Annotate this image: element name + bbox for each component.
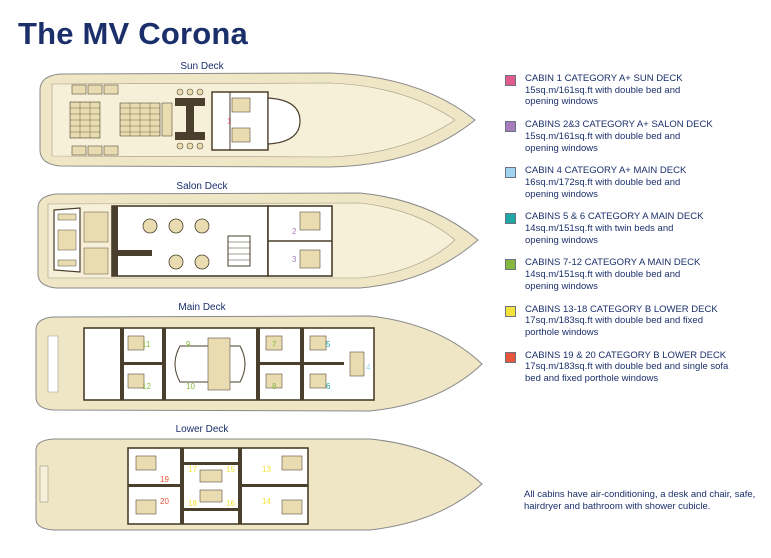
cabin-17-number: 17 [188,465,197,474]
cabin-10-number: 10 [186,382,195,391]
main-deck-label: Main Deck [178,302,226,313]
main-deck-plan: 11 9 12 10 7 8 5 6 4 [35,315,483,412]
legend-title: CABINS 13-18 CATEGORY B LOWER DECK [525,303,718,315]
legend-title: CABINS 19 & 20 CATEGORY B LOWER DECK [525,349,727,361]
cabin-9-number: 9 [186,340,191,349]
cabin-14-number: 14 [262,497,271,506]
legend-swatch [505,75,516,86]
legend-detail: opening windows [525,234,598,246]
legend-item-cabins-7-12: CABINS 7-12 CATEGORY A MAIN DECK 14sq.m/… [505,257,765,292]
sun-deck-plan: 1 [39,72,476,168]
legend-swatch [505,121,516,133]
legend-detail: opening windows [525,142,598,154]
legend-item-cabins-13-18: CABINS 13-18 CATEGORY B LOWER DECK 17sq.… [505,304,765,339]
legend-detail: 15sq.m/161sq.ft with double bed and [525,84,681,96]
legend-item-cabins-5-6: CABINS 5 & 6 CATEGORY A MAIN DECK 14sq.m… [505,211,765,246]
sun-lounger-group [69,84,173,156]
salon-deck-plan: 2 3 [37,192,479,289]
lower-deck-plan: 19 20 17 15 18 16 13 14 [35,438,483,531]
cabin-8-number: 8 [272,382,277,391]
legend-title: CABINS 7-12 CATEGORY A MAIN DECK [525,257,701,269]
legend-detail: opening windows [525,280,598,292]
legend-title: CABIN 4 CATEGORY A+ MAIN DECK [525,165,687,177]
salon-deck-label: Salon Deck [176,181,228,192]
legend-detail: opening windows [525,188,598,200]
legend-title: CABINS 2&3 CATEGORY A+ SALON DECK [525,119,713,131]
legend-detail: 15sq.m/161sq.ft with double bed and [525,130,681,142]
cabin-20-number: 20 [160,497,169,506]
legend-item-cabin-4: CABIN 4 CATEGORY A+ MAIN DECK 16sq.m/172… [505,165,765,200]
legend-swatch [505,213,516,225]
cabin-15-number: 15 [226,465,235,474]
legend-detail: 17sq.m/183sq.ft with double bed and sing… [525,361,729,373]
lower-deck-label: Lower Deck [175,424,229,435]
legend-swatch [505,305,516,317]
cabin-legend: CABIN 1 CATEGORY A+ SUN DECK 15sq.m/161s… [505,73,765,396]
legend-detail: opening windows [525,96,598,108]
cabin-2-number: 2 [292,227,297,236]
cabin-7-number: 7 [272,340,277,349]
cabin-13-number: 13 [262,465,271,474]
cabin-16-number: 16 [226,499,235,508]
deck-plans: 1 2 3 [35,72,483,531]
cabin-11-number: 11 [142,340,151,349]
dining-tables [142,218,210,270]
legend-detail: 17sq.m/183sq.ft with double bed and fixe… [525,315,703,327]
legend-item-cabins-2-3: CABINS 2&3 CATEGORY A+ SALON DECK 15sq.m… [505,119,765,154]
legend-swatch [505,351,516,363]
cabin-4-number: 4 [366,363,371,372]
legend-title: CABIN 1 CATEGORY A+ SUN DECK [525,73,683,84]
cabin-19-number: 19 [160,475,169,484]
legend-swatch [505,259,516,271]
cabin-6-number: 6 [326,382,331,391]
legend-detail: 14sq.m/151sq.ft with double bed and [525,269,681,281]
legend-detail: 16sq.m/172sq.ft with double bed and [525,176,681,188]
page-title: The MV Corona [18,16,248,51]
legend-swatch [505,167,516,179]
cabin-12-number: 12 [142,382,151,391]
legend-detail: bed and fixed porthole windows [525,373,659,385]
legend-title: CABINS 5 & 6 CATEGORY A MAIN DECK [525,211,704,223]
legend-detail: 14sq.m/151sq.ft with twin beds and [525,223,674,235]
legend-detail: porthole windows [525,326,599,338]
legend-item-cabins-19-20: CABINS 19 & 20 CATEGORY B LOWER DECK 17s… [505,350,765,385]
sun-deck-label: Sun Deck [180,61,224,72]
cabin-3-number: 3 [292,255,297,264]
cabin-1-number: 1 [227,117,232,126]
amenities-footnote: All cabins have air-conditioning, a desk… [524,489,756,512]
cabin-5-number: 5 [326,340,331,349]
cabin-18-number: 18 [188,499,197,508]
legend-item-cabin-1: CABIN 1 CATEGORY A+ SUN DECK 15sq.m/161s… [505,73,765,108]
